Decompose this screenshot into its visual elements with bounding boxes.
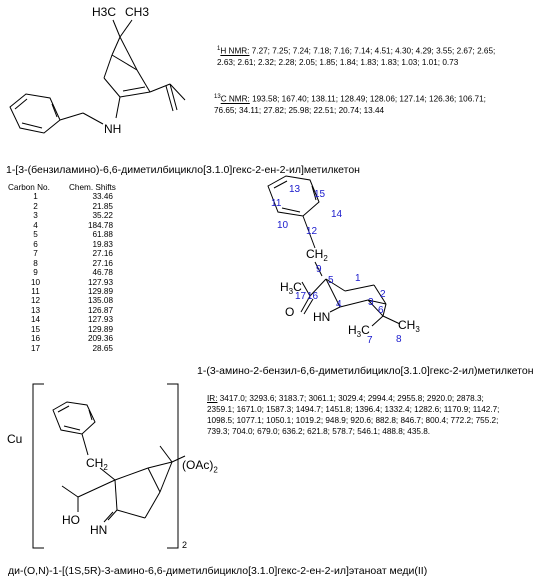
atom-number-2: 2 [380,289,386,300]
compound3-name: ди-(O,N)-1-[(1S,5R)-3-амино-6,6-диметилб… [8,565,428,577]
chem-shift-value: 127.93 [87,315,113,325]
compound2-ch2-label: CH2 [306,247,328,263]
chem-shift-value: 184.78 [87,220,113,230]
carbon-number: 12 [30,296,41,306]
compound2-h3c-label: H3C [280,280,302,296]
atom-number-1: 1 [355,273,361,284]
atom-number-3: 3 [368,297,374,308]
table-header: Carbon No. Chem. Shifts [8,183,116,192]
carbon-number: 4 [33,220,38,230]
atom-number-13: 13 [289,184,301,195]
table-row: 12 135.08 [8,296,119,305]
compound2-o-label: O [285,305,294,319]
atom-number-7: 7 [367,335,373,346]
compound1-c-nmr: 13C NMR: 193.58; 167.40; 138.11; 128.49;… [214,94,486,116]
chem-shift-value: 27.16 [92,258,114,268]
atom-number-14: 14 [331,209,343,220]
structures-canvas: H3C CH3 NH CH2 H3C O HN H3C CH3 13 11 15… [9,5,420,549]
compound2-name: 1-(3-амино-2-бензил-6,6-диметилбицикло[3… [197,365,534,377]
chem-shift-value: 129.89 [87,324,113,334]
atom-number-12: 12 [306,226,318,237]
atom-number-16: 16 [307,291,319,302]
chem-shift-value: 135.08 [87,296,113,306]
compound2-hn-label: HN [313,310,330,324]
atom-number-6: 6 [378,305,384,316]
carbon-number: 16 [30,334,41,344]
carbon-number: 14 [30,315,41,325]
chem-shift-value: 33.46 [92,192,114,202]
chem-shift-value: 209.36 [87,334,113,344]
table-row: 13 126.87 [8,306,119,315]
table-row: 15 129.89 [8,325,119,334]
chem-shift-value: 46.78 [92,268,114,278]
carbon-number: 15 [30,324,41,334]
compound3-ch2-label: CH2 [86,456,108,472]
compound3-ir: IR: 3417.0; 3293.6; 3183.7; 3061.1; 3029… [207,394,500,436]
table-row: 4 184.78 [8,221,119,230]
table-row: 17 28.65 [8,344,119,353]
carbon-number: 9 [33,268,38,278]
atom-number-10: 10 [277,220,289,231]
carbon-number: 5 [33,230,38,240]
compound2-ch3-label: CH3 [398,318,420,334]
chem-shift-value: 28.65 [92,343,114,353]
acetate-label: (OAc)2 [182,458,218,475]
chem-shift-value: 21.85 [92,201,114,211]
chem-shift-value: 126.87 [87,305,113,315]
carbon-number: 11 [31,286,40,296]
atom-number-5: 5 [328,275,334,286]
carbon-number: 6 [33,239,38,249]
compound1-name: 1-[3-(бензиламино)-6,6-диметилбицикло[3.… [6,164,360,176]
carbon-number: 7 [33,249,38,259]
compound3-structure [32,383,186,549]
atom-number-15: 15 [314,189,326,200]
chem-shift-value: 35.22 [92,211,114,221]
carbon-number: 3 [33,211,38,221]
chem-shift-value: 129.89 [87,286,113,296]
compound1-structure [9,19,186,134]
atom-number-9: 9 [316,264,322,275]
carbon-number: 1 [33,192,38,202]
carbon-number: 17 [30,343,41,353]
chem-shift-value: 19.83 [92,239,114,249]
table-row: 16 209.36 [8,334,119,343]
compound1-ch3-label: CH3 [125,5,149,19]
compound2-structure [267,175,401,327]
compound1-h3c-label: H3C [92,5,116,19]
carbon-number: 8 [33,258,38,268]
table-row: 10 127.93 [8,278,119,287]
table-row: 11 129.89 [8,287,119,296]
atom-number-4: 4 [336,299,342,310]
chem-shift-value: 61.88 [92,230,114,240]
compound1-nh-label: NH [104,122,121,136]
copper-label: Cu [7,432,23,446]
carbon-number: 2 [33,201,38,211]
chem-shift-value: 27.16 [92,249,114,259]
atom-number-8: 8 [396,334,402,345]
atom-number-17: 17 [295,291,307,302]
table-row: 14 127.93 [8,315,119,324]
compound2-h3c2-label: H3C [348,323,370,339]
bracket-subscript: 2 [182,540,188,550]
compound3-ho-label: HO [62,513,80,527]
atom-number-11: 11 [271,198,282,209]
carbon-number: 13 [30,305,41,315]
carbon-number: 10 [30,277,41,287]
compound3-hn-label: HN [90,523,107,537]
chem-shift-value: 127.93 [87,277,113,287]
compound1-h-nmr: 1H NMR: 7.27; 7.25; 7.24; 7.18; 7.16; 7.… [217,46,496,68]
